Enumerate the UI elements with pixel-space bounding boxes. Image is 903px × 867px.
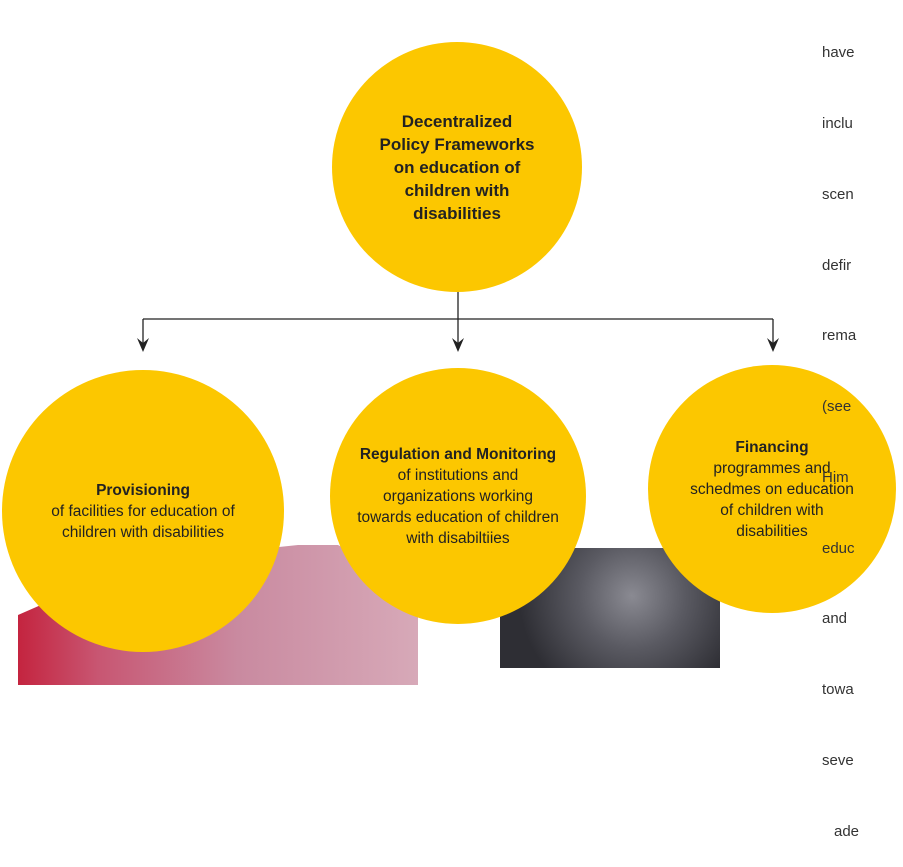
provisioning-description: of facilities for education of children … — [51, 502, 235, 541]
side-text-line: have — [822, 44, 855, 62]
regulation-monitoring-title: Regulation and Monitoring — [359, 445, 557, 463]
arrow-head-provisioning — [137, 338, 149, 352]
side-text-line: (see — [822, 398, 852, 416]
side-text-line: defir — [822, 256, 852, 274]
regulation-monitoring-node: Regulation and Monitoring of institution… — [330, 368, 586, 624]
side-text-line: and — [822, 610, 848, 628]
diagram-connectors — [137, 290, 779, 352]
side-text-line: towa — [822, 681, 854, 699]
side-text-line: inclu — [822, 114, 853, 132]
side-text-line: educ — [822, 539, 855, 557]
side-text-line: rema — [822, 327, 857, 345]
side-text-line: seve — [822, 752, 854, 769]
arrow-head-regulation — [452, 338, 464, 352]
policy-frameworks-title: Decentralized Policy Frameworks on educa… — [379, 111, 535, 223]
regulation-monitoring-description: of institutions and organizations workin… — [357, 466, 559, 547]
arrow-head-financing — [767, 338, 779, 352]
provisioning-title: Provisioning — [96, 481, 190, 499]
side-text-fragment: have inclu scen defir rema (see Him educ… — [822, 0, 903, 867]
financing-description: programmes and schedmes on education of … — [690, 459, 854, 540]
provisioning-node: Provisioning of facilities for education… — [2, 370, 284, 652]
policy-frameworks-node: Decentralized Policy Frameworks on educa… — [332, 42, 582, 292]
side-text-line: scen — [822, 185, 854, 203]
financing-title: Financing — [735, 438, 809, 456]
side-text-line: ade — [834, 822, 860, 840]
side-text-line: Him — [822, 468, 849, 486]
financing-node: Financing programmes and schedmes on edu… — [648, 365, 896, 613]
